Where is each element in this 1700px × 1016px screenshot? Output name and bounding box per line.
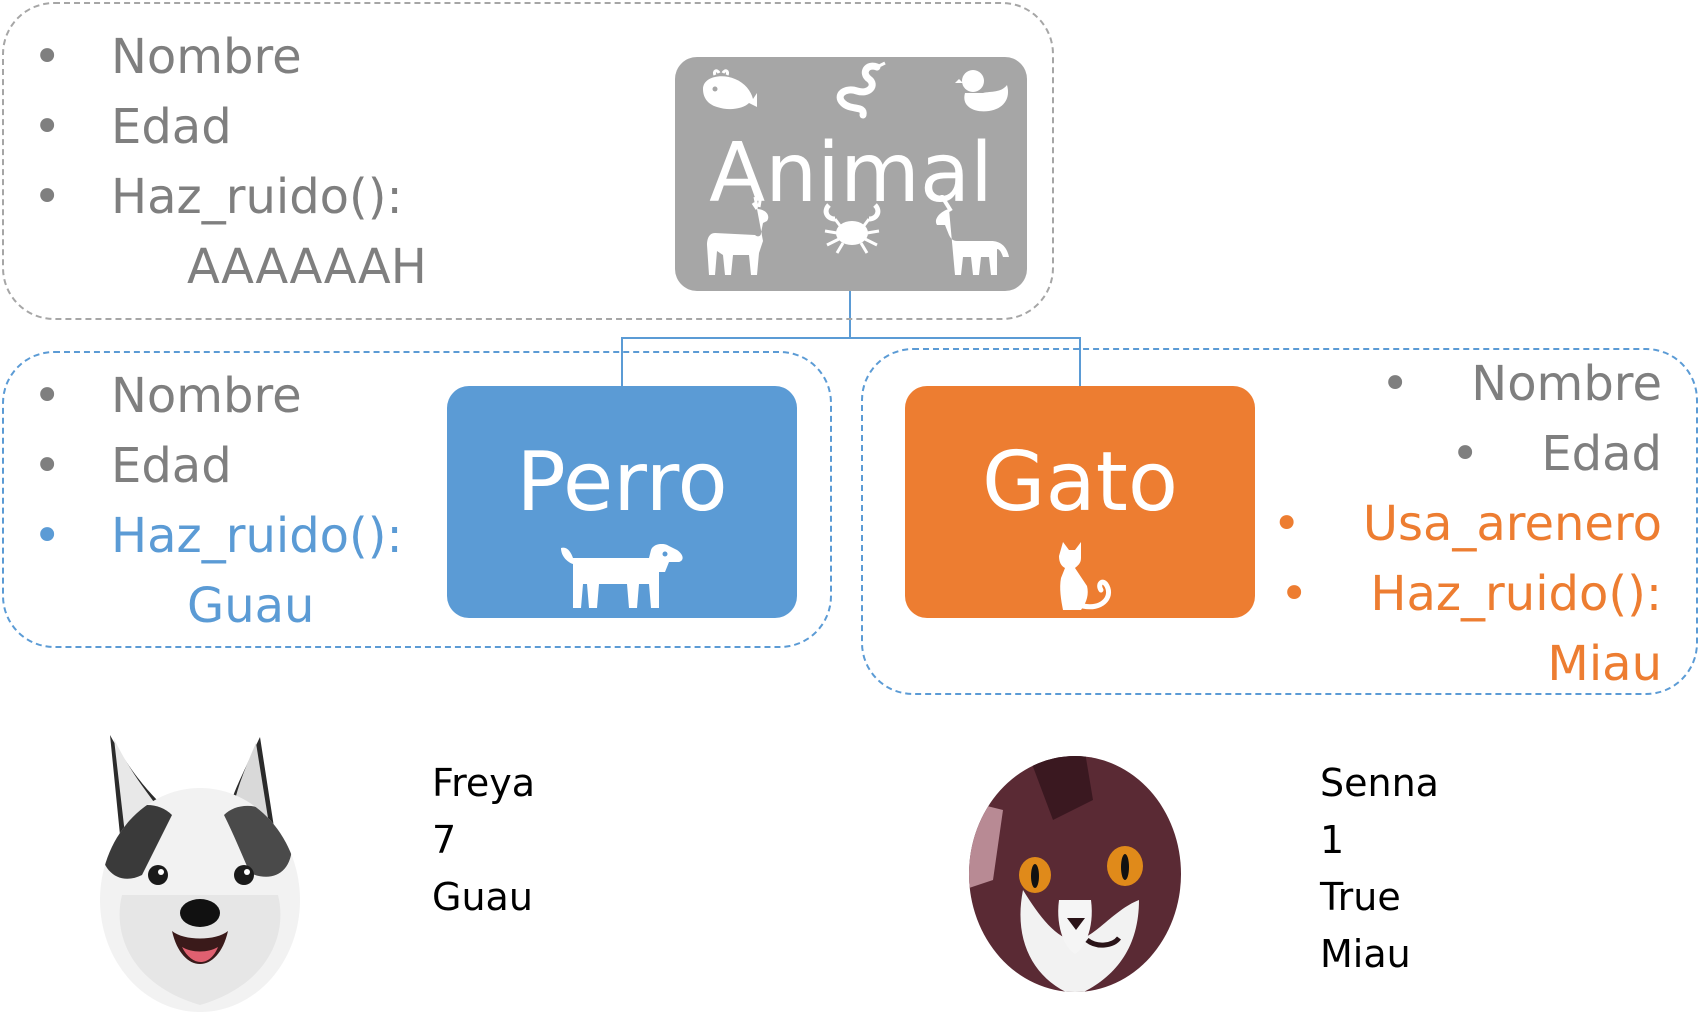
animal-class-box: Animal bbox=[675, 57, 1027, 291]
gato-class-box: Gato bbox=[905, 386, 1255, 618]
animal-attr-nombre: •Nombre bbox=[2, 22, 427, 92]
bullet: • bbox=[1280, 566, 1309, 622]
bullet: • bbox=[33, 29, 62, 85]
bullet: • bbox=[33, 99, 62, 155]
dog-photo bbox=[100, 735, 300, 1012]
cat-instance-sound: Miau bbox=[1320, 932, 1411, 976]
dog-instance-name: Freya bbox=[432, 761, 536, 805]
bullet: • bbox=[33, 368, 62, 424]
snake-icon bbox=[836, 61, 886, 119]
animal-group bbox=[2, 2, 1054, 320]
duck-icon bbox=[955, 70, 1009, 112]
gato-attr-nombre: •Nombre bbox=[1273, 349, 1662, 419]
gato-attr-haz-ruido: •Haz_ruido(): bbox=[1273, 559, 1662, 629]
crab-icon bbox=[823, 203, 881, 254]
perro-attr-haz-ruido: •Haz_ruido(): bbox=[2, 501, 403, 571]
gato-class-title: Gato bbox=[981, 435, 1179, 530]
dog-instance-age: 7 bbox=[432, 818, 457, 862]
perro-group bbox=[2, 351, 832, 648]
cat-instance-litterbox: True bbox=[1320, 875, 1401, 919]
gato-group bbox=[861, 348, 1698, 695]
bullet: • bbox=[1272, 496, 1301, 552]
cat-instance-age: 1 bbox=[1320, 818, 1345, 862]
bullet: • bbox=[1451, 426, 1480, 482]
bullet: • bbox=[33, 508, 62, 564]
whale-icon bbox=[703, 69, 757, 110]
gato-attributes: •Nombre •Edad •Usa_arenero •Haz_ruido():… bbox=[1273, 349, 1663, 699]
animal-attributes: •Nombre •Edad •Haz_ruido(): AAAAAAH bbox=[2, 22, 427, 302]
gato-attr-edad: •Edad bbox=[1273, 419, 1662, 489]
animal-attr-edad: •Edad bbox=[2, 92, 427, 162]
bullet: • bbox=[33, 438, 62, 494]
perro-attr-edad: •Edad bbox=[2, 431, 403, 501]
animal-attr-haz-ruido: •Haz_ruido(): bbox=[2, 162, 427, 232]
animal-sound: AAAAAAH bbox=[187, 239, 427, 295]
perro-class-title: Perro bbox=[516, 435, 728, 530]
cat-photo bbox=[969, 756, 1181, 992]
bullet: • bbox=[1380, 356, 1410, 412]
cat-instance-name: Senna bbox=[1320, 761, 1439, 805]
cat-instance-values: Senna 1 True Miau bbox=[1320, 755, 1439, 983]
cat-icon bbox=[1059, 542, 1111, 610]
deer-icon bbox=[707, 194, 769, 275]
gato-attr-usa-arenero: •Usa_arenero bbox=[1273, 489, 1663, 559]
dog-icon bbox=[561, 544, 683, 608]
unicorn-icon bbox=[935, 195, 1009, 275]
perro-attr-nombre: •Nombre bbox=[2, 361, 403, 431]
dog-instance-sound: Guau bbox=[432, 875, 533, 919]
perro-sound: Guau bbox=[187, 578, 315, 634]
perro-attributes: •Nombre •Edad •Haz_ruido(): Guau bbox=[2, 361, 403, 641]
bullet: • bbox=[33, 169, 62, 225]
gato-sound: Miau bbox=[1547, 636, 1662, 692]
dog-instance-values: Freya 7 Guau bbox=[432, 755, 535, 926]
perro-class-box: Perro bbox=[447, 386, 797, 618]
